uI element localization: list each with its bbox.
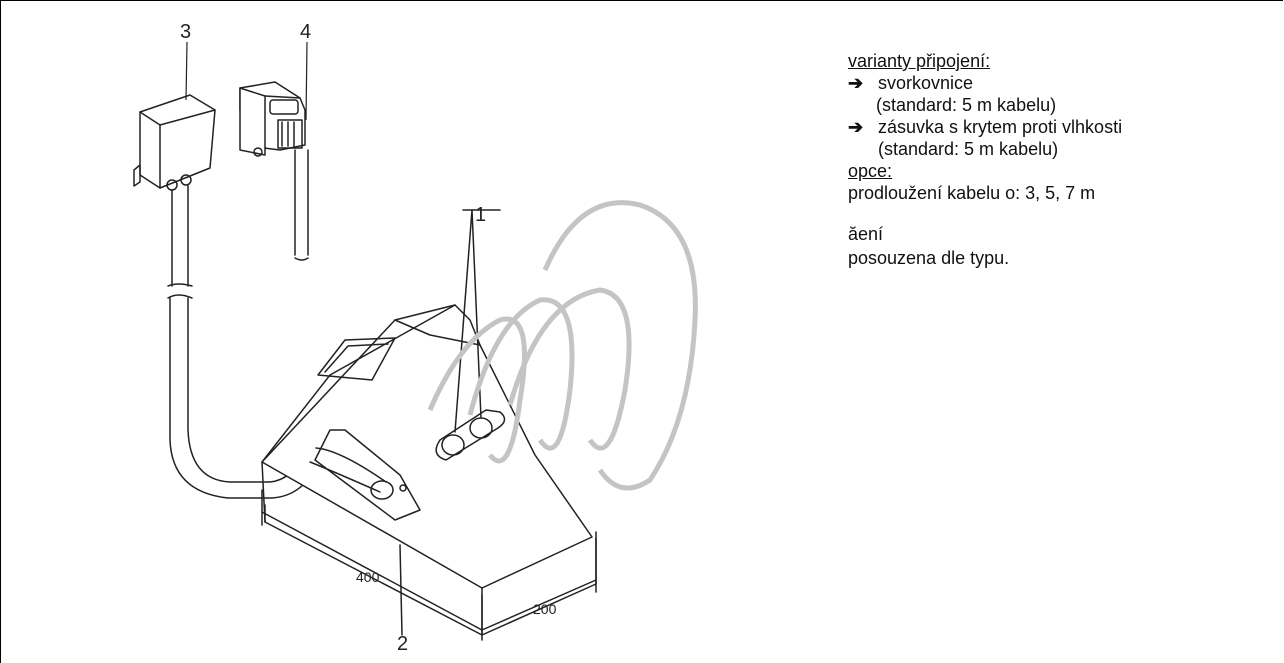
label-part-2: 2 bbox=[397, 633, 408, 655]
note-block: ăení posouzena dle typu. bbox=[848, 222, 1278, 270]
label-part-3: 3 bbox=[180, 21, 191, 43]
label-part-1: 1 bbox=[475, 204, 486, 226]
variant-2-detail: (standard: 5 m kabelu) bbox=[878, 139, 1059, 159]
dimension-200: 200 bbox=[533, 601, 557, 617]
technical-drawing: 3 4 1 2 400 200 bbox=[133, 21, 698, 655]
variant-2: ➔ zásuvka s krytem proti vlhkosti bbox=[848, 116, 1278, 138]
variant-2-name: zásuvka s krytem proti vlhkosti bbox=[878, 117, 1123, 137]
note-line-3: ăení bbox=[848, 224, 884, 244]
note-line-4: posouzena dle typu. bbox=[848, 248, 1010, 268]
dimension-400: 400 bbox=[356, 569, 380, 585]
arrow-right-icon: ➔ bbox=[848, 117, 864, 137]
pump-housing bbox=[261, 304, 597, 636]
moisture-socket bbox=[239, 81, 309, 261]
connection-info-panel: varianty připojení: ➔ svorkovnice (stand… bbox=[848, 50, 1278, 270]
label-part-4: 4 bbox=[300, 21, 311, 43]
variant-1-name: svorkovnice bbox=[878, 73, 974, 93]
variants-heading: varianty připojení: bbox=[848, 51, 991, 71]
options-heading: opce: bbox=[848, 161, 893, 181]
options-text: prodloužení kabelu o: 3, 5, 7 m bbox=[848, 183, 1096, 203]
terminal-box bbox=[133, 94, 216, 191]
variant-1: ➔ svorkovnice bbox=[848, 72, 1278, 94]
arrow-right-icon: ➔ bbox=[848, 73, 864, 93]
variant-1-detail: (standard: 5 m kabelu) bbox=[876, 95, 1057, 115]
